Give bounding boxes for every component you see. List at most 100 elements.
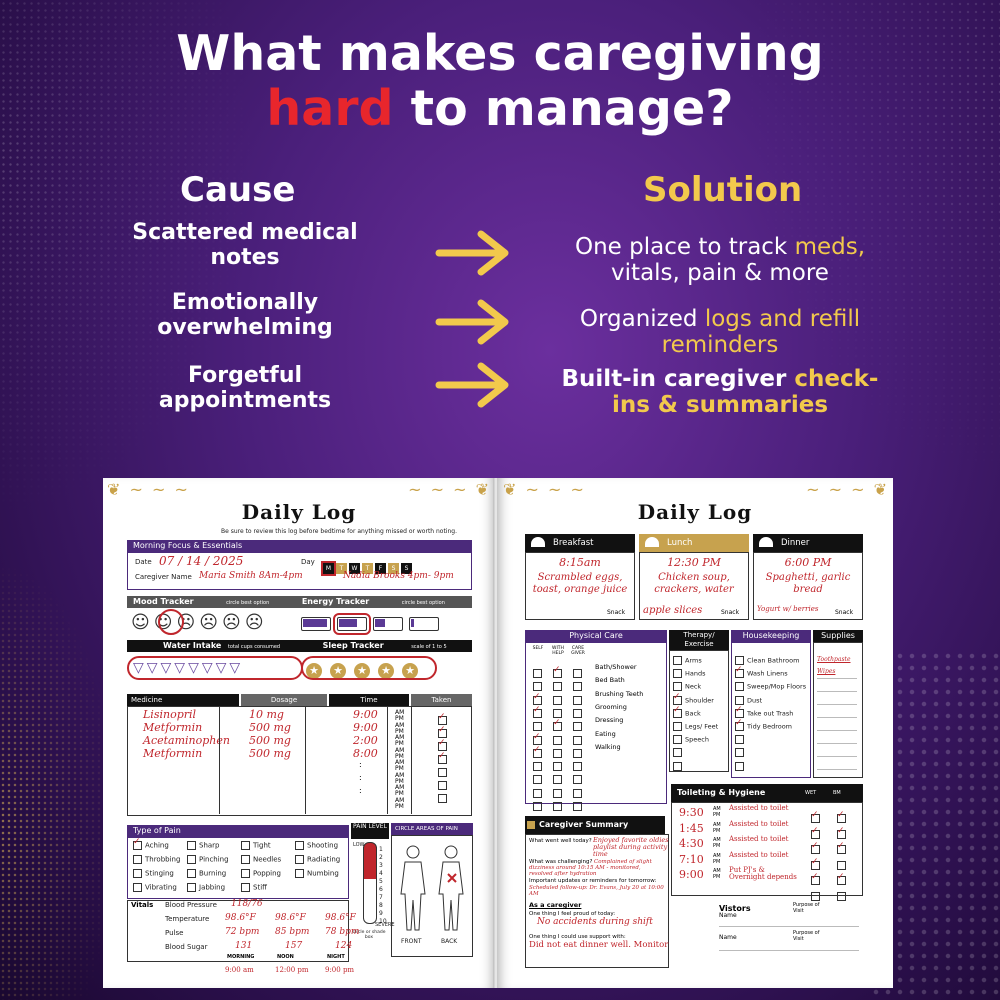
am-pm-label: PM [395,752,404,760]
therapy-item: Back [673,705,701,718]
time-value: 12:00 pm [275,966,309,974]
am-pm-label: AM [713,837,721,843]
med-header: Medicine Dosage Time Taken [127,694,472,706]
sugar-value: 157 [285,941,303,951]
breakfast-icon [531,537,545,547]
daily-log-book: ❦ ~ ~ ~ ~ ~ ~ ❦ Daily Log Be sure to rev… [103,478,893,988]
pain-type-14: Stiff [241,883,267,892]
housekeeping-item: Dust [735,695,762,705]
pain-type-0: Aching [133,837,169,850]
meal-snack: apple slices [643,605,703,616]
day-0: M [321,561,336,576]
bp-label: Blood Pressure [165,901,217,909]
battery-icon [333,613,371,635]
flourish-icon: ~ ~ ~ ❦ [806,480,889,499]
visitor-line [719,926,859,927]
wet-check [811,808,823,827]
toilet-time: 7:10 [679,852,704,866]
pain-type-label: Numbing [307,869,339,878]
therapy-label: Neck [685,682,702,691]
toilet-note: Assisted to toilet [729,850,789,859]
pain-severe: SEVERE [375,922,395,928]
lunch-icon [645,537,659,547]
visitor-purpose-1: Purpose of Visit [793,902,820,914]
toilet-bm: BM [833,790,841,796]
am-pm-label: PM [395,790,404,797]
toilet-time: 1:45 [679,821,704,835]
left-page: ❦ ~ ~ ~ ~ ~ ~ ❦ Daily Log Be sure to rev… [103,478,495,988]
temp-value: 98.6°F [325,913,356,923]
care-checkbox [573,743,585,762]
water-bar: Water Intake total cups consumed Sleep T… [127,640,472,652]
supply-line [817,691,857,692]
day-4: F [375,563,386,574]
am-pm-label: AM [395,721,405,729]
physical-care-bar: Physical Care [525,630,667,642]
a3: Scheduled follow-up: Dr. Evans, July 20 … [529,885,664,897]
circle-areas-label: CIRCLE AREAS OF PAIN [391,823,473,835]
supply-line [817,717,857,718]
energy-hint: circle best option [401,600,445,606]
sugar-label: Blood Sugar [165,943,208,951]
cause-3: Forgetful appointments [158,363,332,413]
q1: What went well today? [529,838,592,844]
snack-label: Snack [607,609,626,616]
care-col: WITH HELP [552,646,564,656]
battery-fill [375,619,385,627]
time-colon: : [359,760,362,769]
pain-type-12: Vibrating [133,883,177,892]
med-col-medicine: Medicine [127,694,239,706]
gold-dot-swoosh [0,560,120,1000]
am-pm-label: PM [395,715,404,722]
dot-pattern-right [740,0,1000,480]
water-hint: total cups consumed [227,644,281,650]
pain-type-label: Stiff [253,883,267,892]
time-value: 9:00 pm [325,966,355,974]
pain-scale-number: 2 [379,854,383,861]
battery-fill [303,619,327,627]
sugar-value: 124 [335,941,353,951]
pain-type-1: Sharp [187,841,220,850]
temp-value: 98.6°F [225,913,256,923]
meal-bar-2: Dinner [753,534,863,552]
pain-type-label: Radiating [307,855,341,864]
housekeeping-item: Sweep/Mop Floors [735,682,806,692]
taken-check [438,762,450,781]
meal-food: Spaghetti, garlic bread [765,572,851,595]
pain-type-11: Numbing [295,869,339,878]
pain-low: LOW [353,842,365,848]
pain-type-8: Stinging [133,869,174,878]
day-6: S [401,563,412,574]
temp-label: Temperature [165,915,210,923]
temp-value: 98.6°F [275,913,306,923]
visitor-name-2: Name [719,934,737,941]
am-pm-label: AM [713,852,721,859]
therapy-item: Arms [673,656,702,665]
med-dose: 500 mg [249,721,291,734]
therapy-label: Speech [685,735,709,744]
meal-box [639,552,749,620]
visitors-label: Vistors [719,904,751,913]
supplies-box [813,642,863,778]
med-time: 8:00 [353,747,378,760]
caregiver-2: Nadia Brooks 4pm- 9pm [343,571,454,581]
time-of-day: MORNING [227,954,255,960]
left-page-title: Daily Log [241,500,357,524]
star-icon: ★ [330,663,346,679]
water-label: Water Intake [163,641,222,650]
arrow-icon [435,362,509,408]
care-item: Bed Bath [595,676,625,685]
pain-type-label: Burning [199,869,227,878]
meal-box [525,552,635,620]
pain-scale-number: 10 [379,918,387,925]
am-pm-label: PM [395,765,404,772]
sugar-value: 131 [235,941,253,951]
bp-value: 118/76 [231,899,263,909]
pain-type-2: Tight [241,841,271,850]
supply-line [817,756,857,757]
care-checkbox [533,743,545,762]
star-icon: ★ [354,663,370,679]
energy-label: Energy Tracker [301,597,370,606]
med-divider [387,706,388,814]
am-pm-label: AM [395,784,405,791]
